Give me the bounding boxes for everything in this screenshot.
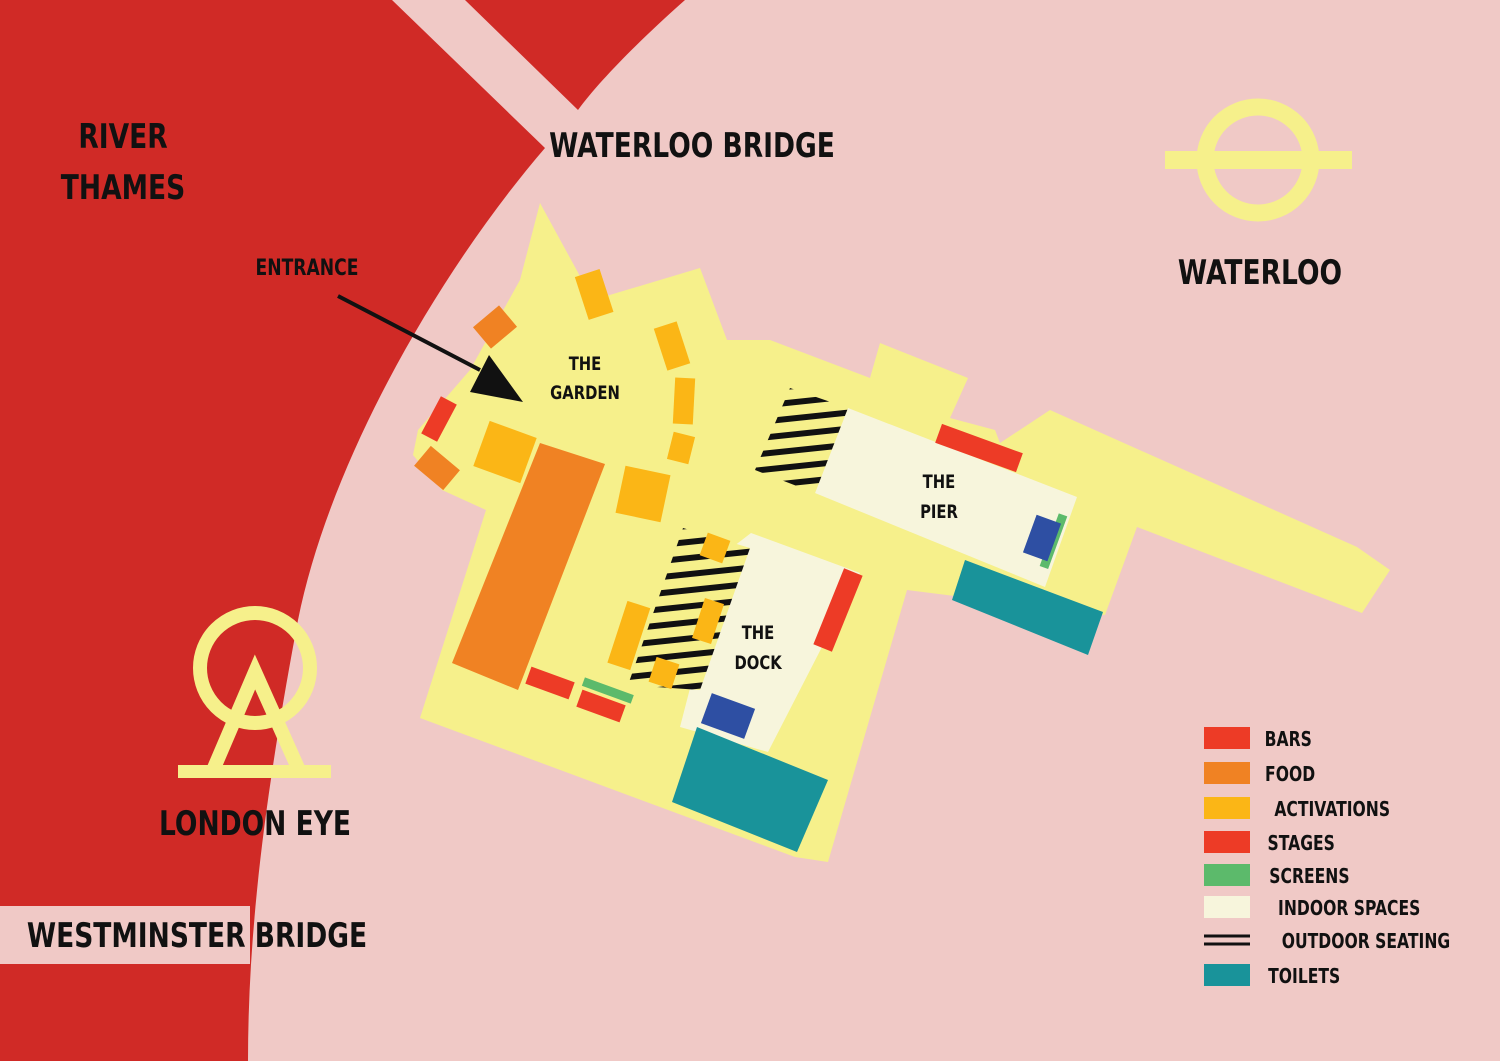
london-eye-base: [178, 765, 331, 778]
bar-unit: [421, 396, 457, 442]
activation-unit: [699, 532, 731, 564]
food-stall: [414, 445, 460, 491]
stage-pier: [935, 423, 1023, 473]
activation-unit: [473, 420, 537, 484]
legend-item-activations: ACTIVATIONS: [1204, 797, 1390, 822]
activation-unit: [648, 656, 680, 690]
activation-unit: [666, 431, 696, 465]
legend-swatch: [1204, 727, 1250, 749]
legend-swatch: [1204, 762, 1250, 784]
london-eye-label: LONDON EYE: [159, 805, 351, 844]
legend-item-indoor-spaces: INDOOR SPACES: [1204, 896, 1420, 921]
westminster-bridge-band: [0, 906, 250, 964]
london-eye-icon: [193, 606, 317, 771]
site-footprint: [413, 203, 1390, 862]
food-stall: [472, 305, 518, 349]
legend-item-stages: STAGES: [1204, 831, 1335, 856]
food-area-main: [452, 443, 605, 690]
activation-unit: [607, 600, 651, 671]
toilets-pier: [952, 560, 1103, 655]
legend-item-screens: SCREENS: [1204, 864, 1350, 889]
toilets-dock: [672, 727, 828, 852]
legend-item-toilets: TOILETS: [1204, 964, 1340, 989]
legend-label: TOILETS: [1268, 965, 1340, 988]
river-label-line-1: RIVER: [78, 118, 167, 157]
legend-line-swatch: [1204, 942, 1250, 946]
river-label-line-2: THAMES: [61, 169, 185, 208]
legend-label: FOOD: [1265, 763, 1315, 786]
legend-swatch: [1204, 964, 1250, 986]
legend-label: ACTIVATIONS: [1274, 798, 1390, 821]
legend-swatch: [1204, 896, 1250, 918]
legend-label: INDOOR SPACES: [1278, 897, 1420, 920]
legend-label: SCREENS: [1269, 865, 1349, 888]
dock-label-line-2: DOCK: [734, 652, 782, 674]
legend-swatch: [1204, 797, 1250, 819]
screen-unit-pier: [1022, 514, 1062, 562]
legend-label: BARS: [1265, 728, 1312, 751]
waterloo-station-label: WATERLOO: [1178, 254, 1342, 293]
entrance-label: ENTRANCE: [256, 255, 359, 281]
legend-line-swatch: [1204, 934, 1250, 938]
bar-unit: [576, 689, 626, 723]
legend-item-outdoor-seating: OUTDOOR SEATING: [1204, 930, 1450, 954]
legend-label: STAGES: [1268, 832, 1335, 855]
activation-unit: [574, 269, 614, 320]
legend-swatch: [1204, 864, 1250, 886]
screen-unit-dock: [700, 693, 756, 739]
pier-label-line-1: THE: [923, 471, 956, 493]
activation-unit: [615, 465, 671, 523]
map-legend: BARS FOOD ACTIVATIONS STAGES SCREENS INDOOR S…: [1204, 727, 1450, 989]
london-underground-roundel-icon: [1165, 98, 1352, 222]
activation-unit: [692, 597, 724, 645]
activation-unit: [653, 321, 691, 371]
river-thames-area: [0, 0, 545, 1061]
screen-unit: [581, 677, 634, 704]
bar-unit: [525, 666, 575, 700]
dock-label-line-1: THE: [742, 622, 775, 644]
legend-label: OUTDOOR SEATING: [1282, 930, 1450, 953]
outdoor-seating-pier: [755, 388, 848, 493]
legend-item-bars: BARS: [1204, 727, 1312, 752]
garden-label-line-1: THE: [569, 353, 602, 375]
legend-item-food: FOOD: [1204, 762, 1315, 787]
pier-label-line-2: PIER: [920, 501, 958, 523]
waterloo-bridge-label: WATERLOO BRIDGE: [549, 127, 835, 166]
stage-dock: [813, 568, 863, 652]
outdoor-seating-dock: [628, 528, 750, 690]
activation-unit: [672, 377, 696, 425]
legend-swatch: [1204, 831, 1250, 853]
garden-label-line-2: GARDEN: [550, 382, 620, 404]
indoor-space-pier: [815, 408, 1077, 587]
river-north-strip: [465, 0, 685, 110]
westminster-bridge-label: WESTMINSTER BRIDGE: [27, 917, 367, 956]
entrance-arrow-icon: [337, 294, 523, 402]
